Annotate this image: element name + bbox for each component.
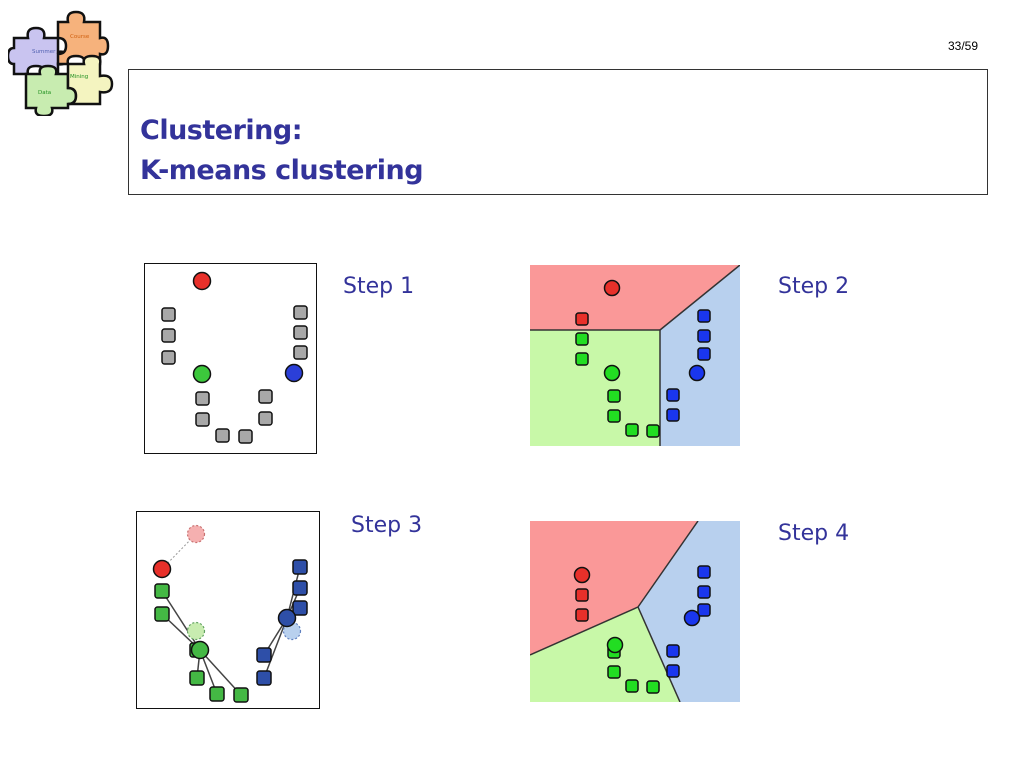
step1-diagram <box>144 263 317 454</box>
title-box: Clustering: K-means clustering <box>128 69 988 195</box>
step4-diagram <box>530 521 740 702</box>
slide-title-line-2: K-means clustering <box>140 155 424 186</box>
step2-label: Step 2 <box>778 274 850 299</box>
slide-title-line-1: Clustering: <box>140 115 303 146</box>
step4-label: Step 4 <box>778 521 850 546</box>
puzzle-piece-mining <box>66 54 114 106</box>
logo-text-summer: Summer <box>32 49 56 55</box>
step3-label: Step 3 <box>351 513 423 538</box>
step2-diagram <box>530 265 740 446</box>
logo-text-data: Data <box>38 90 51 96</box>
page-number: 33/59 <box>947 39 978 53</box>
step1-label: Step 1 <box>343 274 415 299</box>
logo-text-course: Course <box>70 34 90 40</box>
logo-text-mining: Mining <box>70 74 88 80</box>
step3-diagram <box>136 511 320 709</box>
puzzle-logo: Summer Course Data Mining <box>8 10 114 116</box>
